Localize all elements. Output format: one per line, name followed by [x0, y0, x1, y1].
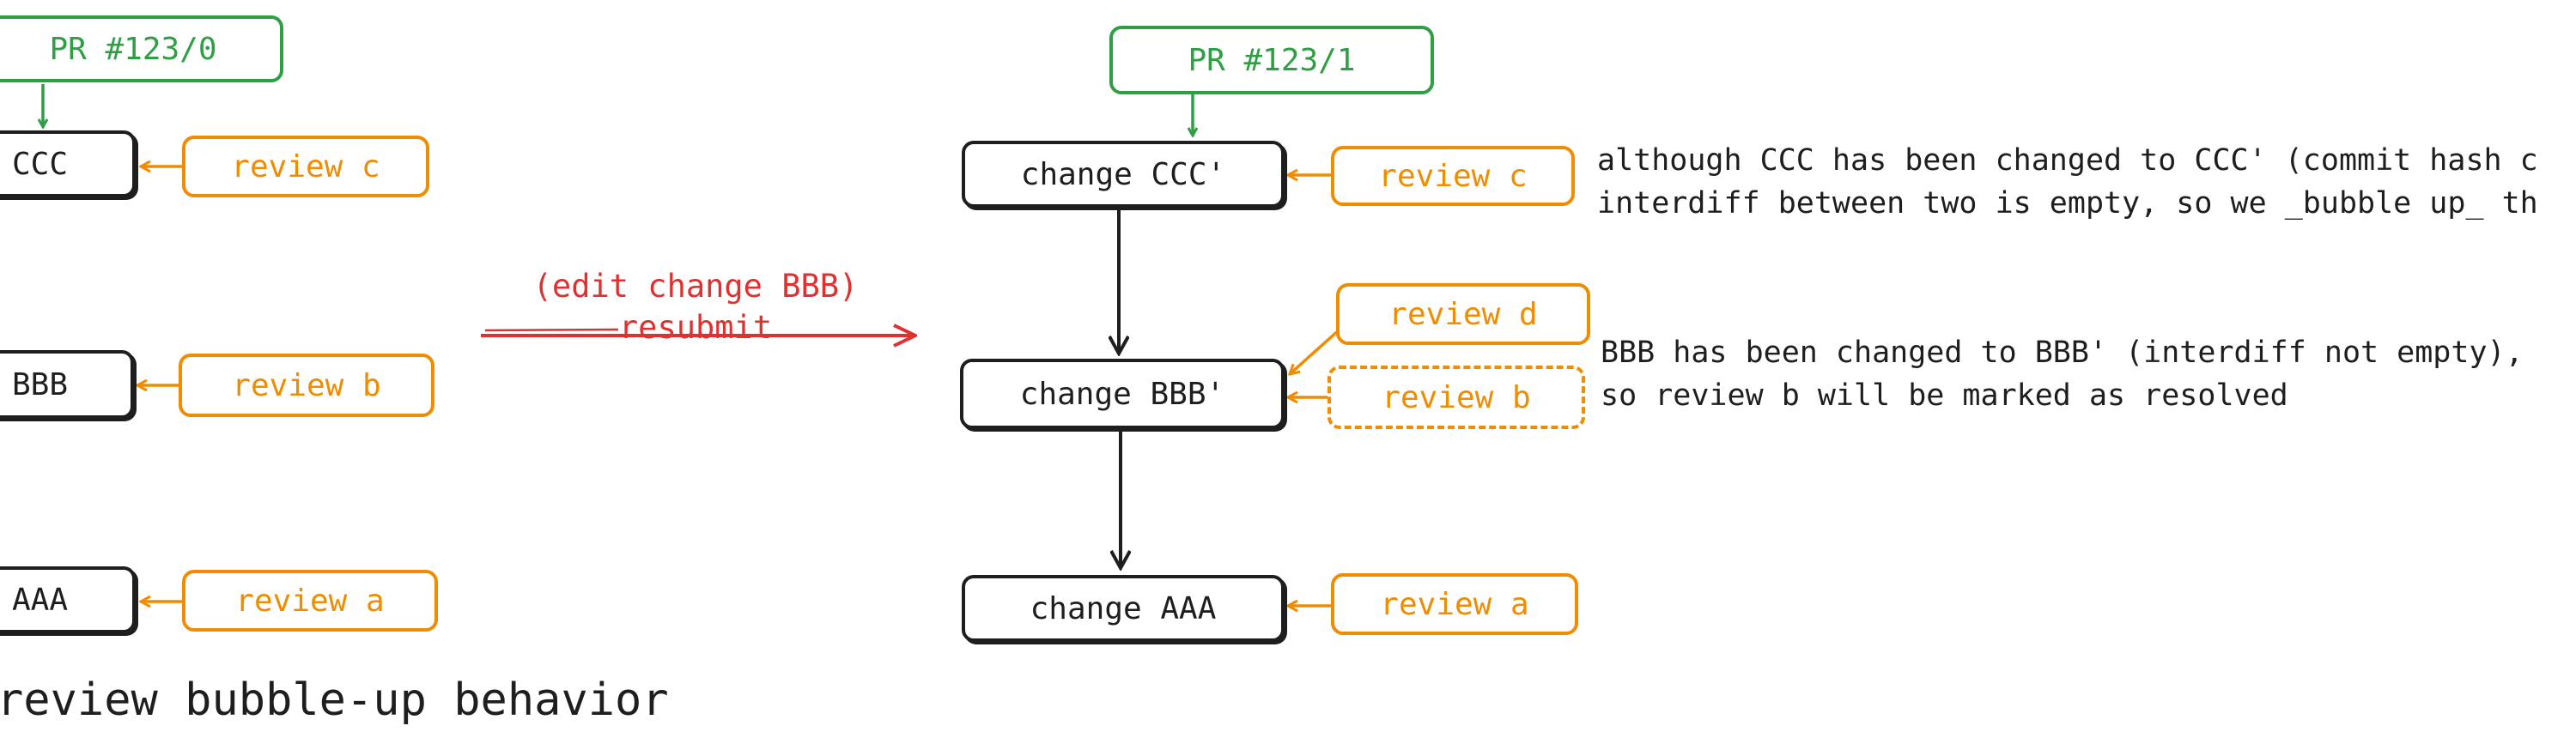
- note-bbb-line1: BBB has been changed to BBB' (interdiff …: [1601, 336, 2524, 370]
- change-aaa-box-before: AAA: [0, 566, 136, 633]
- review-b-box-before: review b: [179, 354, 434, 417]
- diagram-caption: review bubble-up behavior: [0, 674, 669, 726]
- change-ccc-label-after: change CCC': [1020, 156, 1226, 192]
- review-a-box-before: review a: [182, 570, 438, 632]
- review-b-box-after-resolved: review b: [1327, 366, 1585, 429]
- transition-label-line1: (edit change BBB): [532, 268, 859, 305]
- review-d-box-after: review d: [1336, 283, 1590, 345]
- pr-label-before: PR #123/0: [49, 31, 217, 67]
- pr-box-before: PR #123/0: [0, 15, 283, 82]
- note-ccc-line2: interdiff between two is empty, so we _b…: [1597, 186, 2538, 221]
- review-c-box-before: review c: [182, 136, 429, 197]
- review-c-box-after: review c: [1331, 146, 1575, 206]
- change-aaa-label-before: AAA: [12, 582, 69, 618]
- change-bbb-box-before: BBB: [0, 350, 134, 419]
- change-ccc-label-before: CCC: [12, 146, 69, 182]
- pr-label-after: PR #123/1: [1188, 42, 1356, 78]
- change-aaa-label-after: change AAA: [1030, 590, 1217, 626]
- review-b-label-before: review b: [232, 367, 381, 403]
- change-bbb-label-after: change BBB': [1019, 376, 1225, 412]
- review-b-label-after: review b: [1382, 379, 1531, 415]
- review-d-arrow-right: [1290, 328, 1341, 374]
- review-a-label-before: review a: [235, 583, 385, 619]
- change-ccc-box-before: CCC: [0, 130, 136, 197]
- change-ccc-box-after: change CCC': [962, 141, 1285, 208]
- review-c-label-before: review c: [231, 148, 380, 184]
- pr-box-after: PR #123/1: [1109, 26, 1434, 94]
- change-bbb-box-after: change BBB': [960, 359, 1285, 429]
- change-aaa-box-after: change AAA: [962, 575, 1285, 642]
- transition-label-line2: resubmit: [618, 309, 773, 346]
- note-ccc-line1: although CCC has been changed to CCC' (c…: [1597, 143, 2538, 178]
- change-bbb-label-before: BBB: [12, 366, 69, 402]
- note-bbb-line2: so review b will be marked as resolved: [1601, 378, 2288, 413]
- review-a-label-after: review a: [1380, 586, 1529, 622]
- review-a-box-after: review a: [1331, 573, 1578, 635]
- review-c-label-after: review c: [1378, 158, 1528, 194]
- review-d-label-after: review d: [1388, 296, 1538, 332]
